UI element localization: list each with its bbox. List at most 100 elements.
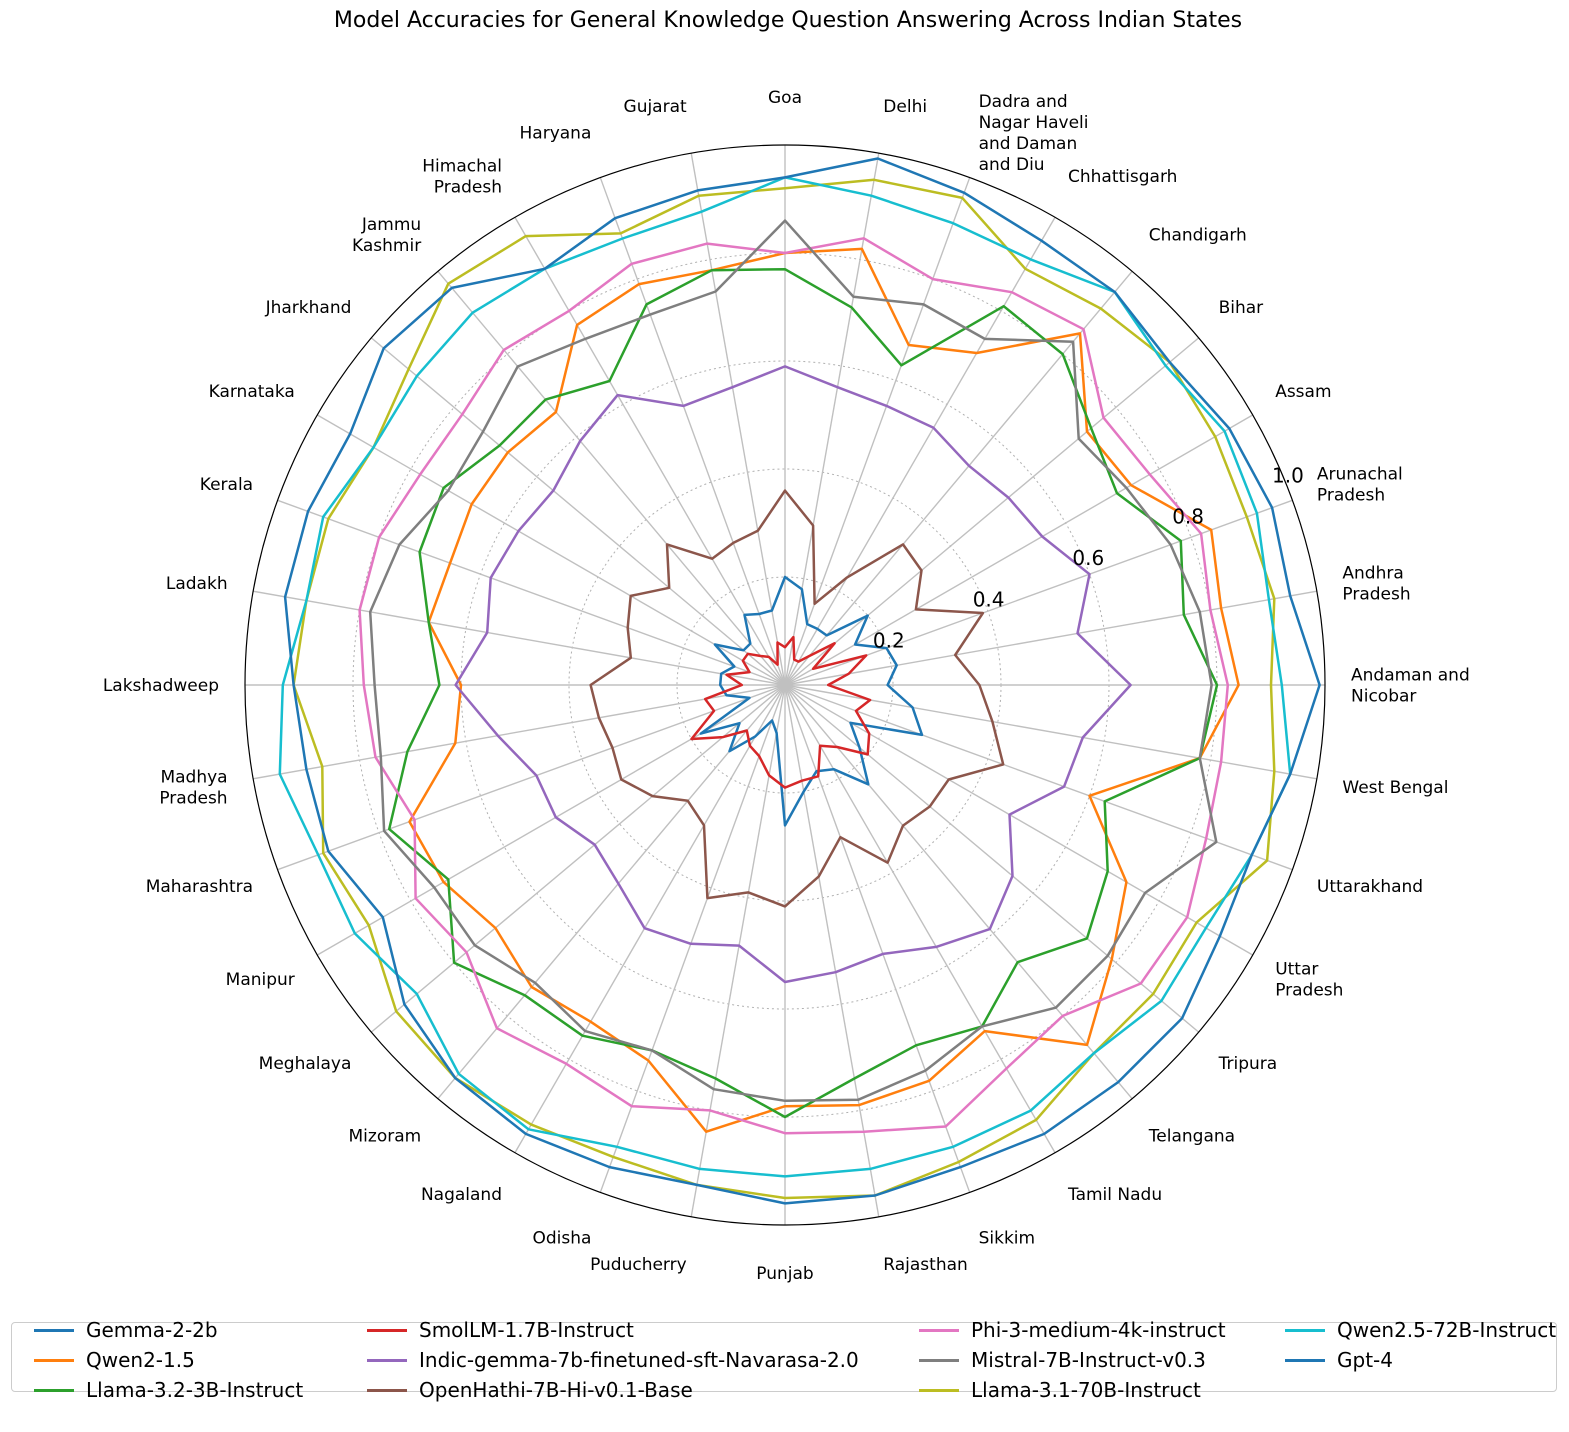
state-label-line: Arunachal <box>1317 464 1403 484</box>
state-label-15: Karnataka <box>209 382 295 402</box>
legend-swatch <box>367 1388 407 1392</box>
legend-item: Gpt-4 <box>1285 1345 1393 1375</box>
state-label-line: Meghalaya <box>259 1054 352 1074</box>
legend-swatch <box>34 1358 74 1362</box>
series-line-3 <box>690 635 872 789</box>
state-label-6: Chhattisgarh <box>1068 167 1177 187</box>
legend-label: Mistral-7B-Instruct-v0.3 <box>971 1348 1206 1372</box>
chart-title: Model Accuracies for General Knowledge Q… <box>334 8 1242 33</box>
spoke-3 <box>784 414 1254 686</box>
legend-item: SmolLM-1.7B-Instruct <box>367 1315 634 1345</box>
state-label-30: Tamil Nadu <box>1067 1185 1162 1205</box>
state-label-9: Goa <box>768 88 802 108</box>
state-label-line: Goa <box>768 88 802 108</box>
legend-item: Mistral-7B-Instruct-v0.3 <box>919 1345 1206 1375</box>
legend-swatch <box>34 1328 74 1332</box>
state-label-21: Manipur <box>226 970 295 990</box>
spoke-17 <box>253 590 786 686</box>
state-label-5: Chandigarh <box>1149 226 1247 246</box>
state-label-23: Mizoram <box>349 1126 422 1146</box>
series-line-4 <box>454 365 1132 984</box>
spoke-2 <box>784 499 1293 686</box>
state-label-line: Nagaland <box>421 1185 502 1205</box>
legend-label: Llama-3.1-70B-Instruct <box>971 1378 1201 1402</box>
rtick-label-2: 0.6 <box>1072 546 1104 570</box>
state-label-line: Pradesh <box>159 789 227 809</box>
state-label-line: Odisha <box>532 1229 591 1249</box>
legend-label: Gpt-4 <box>1337 1348 1393 1372</box>
state-label-line: Kashmir <box>352 236 421 256</box>
state-label-line: Jharkhand <box>265 298 352 318</box>
legend-item: Qwen2-1.5 <box>34 1345 195 1375</box>
spoke-22 <box>370 684 786 1033</box>
spoke-24 <box>514 684 786 1154</box>
series-line-9 <box>278 176 1292 1178</box>
spoke-34 <box>784 684 1293 871</box>
spoke-8 <box>784 153 880 686</box>
state-label-line: Nicobar <box>1351 687 1416 707</box>
state-label-24: Nagaland <box>421 1185 502 1205</box>
spoke-25 <box>599 684 786 1193</box>
legend-swatch <box>367 1328 407 1332</box>
legend-item: Llama-3.2-3B-Instruct <box>34 1375 303 1405</box>
state-label-11: Haryana <box>520 124 592 144</box>
spoke-35 <box>784 684 1317 780</box>
state-label-26: Puducherry <box>590 1255 687 1275</box>
state-label-line: Telangana <box>1148 1126 1235 1146</box>
rtick-label-3: 0.8 <box>1172 505 1204 529</box>
series-line-2 <box>387 267 1219 1119</box>
spoke-5 <box>784 270 1133 686</box>
state-label-line: Pradesh <box>1317 485 1385 505</box>
spoke-20 <box>277 684 786 871</box>
spoke-33 <box>784 684 1254 956</box>
state-label-line: Punjab <box>756 1264 813 1284</box>
series-line-10 <box>283 157 1321 1205</box>
spoke-19 <box>253 684 786 780</box>
state-label-line: and Daman <box>979 134 1078 154</box>
state-label-line: Puducherry <box>590 1255 687 1275</box>
state-label-line: Bihar <box>1219 298 1264 318</box>
rtick-label-4: 1.0 <box>1272 463 1304 487</box>
spoke-1 <box>784 590 1317 686</box>
state-label-10: Gujarat <box>624 97 687 117</box>
state-label-line: Chhattisgarh <box>1068 167 1177 187</box>
series-line-1 <box>408 247 1240 1133</box>
legend-label: Qwen2.5-72B-Instruct <box>1337 1318 1557 1342</box>
legend-label: Indic-gemma-7b-finetuned-sft-Navarasa-2.… <box>419 1348 859 1372</box>
legend-item: OpenHathi-7B-Hi-v0.1-Base <box>367 1375 693 1405</box>
state-label-line: Delhi <box>883 97 927 117</box>
spoke-31 <box>784 684 1133 1100</box>
legend-swatch <box>919 1328 959 1332</box>
state-label-line: Dadra and <box>979 92 1068 112</box>
state-label-line: Maharashtra <box>146 877 253 897</box>
state-label-4: Bihar <box>1219 298 1264 318</box>
state-label-35: West Bengal <box>1342 778 1448 798</box>
state-label-line: Andhra <box>1342 563 1403 583</box>
polar-grid <box>244 144 1326 1226</box>
state-label-22: Meghalaya <box>259 1054 352 1074</box>
state-label-29: Sikkim <box>979 1229 1036 1249</box>
legend-swatch <box>1285 1358 1325 1362</box>
state-label-17: Ladakh <box>166 574 228 594</box>
legend-item: Llama-3.1-70B-Instruct <box>919 1375 1201 1405</box>
legend-swatch <box>367 1358 407 1362</box>
spoke-7 <box>784 177 971 686</box>
legend-item: Indic-gemma-7b-finetuned-sft-Navarasa-2.… <box>367 1345 859 1375</box>
state-label-line: Karnataka <box>209 382 295 402</box>
state-label-20: Maharashtra <box>146 877 253 897</box>
state-label-line: Rajasthan <box>883 1255 968 1275</box>
state-label-25: Odisha <box>532 1229 591 1249</box>
spoke-26 <box>690 684 786 1217</box>
series-line-0 <box>699 575 924 827</box>
state-label-34: Uttarakhand <box>1317 877 1423 897</box>
legend-label: Qwen2-1.5 <box>86 1348 195 1372</box>
spoke-4 <box>784 337 1200 686</box>
